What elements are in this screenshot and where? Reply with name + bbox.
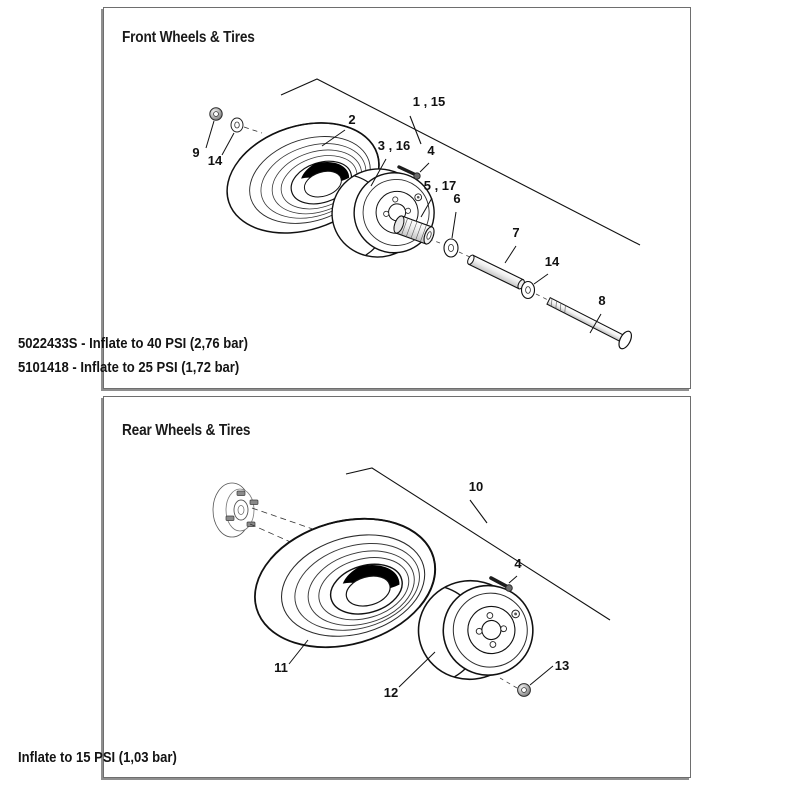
front-panel-title: Front Wheels & Tires [122, 29, 255, 46]
rear-inflation-note: Inflate to 15 PSI (1,03 bar) [18, 750, 177, 766]
rear-panel-title: Rear Wheels & Tires [122, 422, 251, 439]
front-inflation-note-2: 5101418 - Inflate to 25 PSI (1,72 bar) [18, 360, 240, 376]
front-inflation-note-1: 5022433S - Inflate to 40 PSI (2,76 bar) [18, 336, 248, 352]
panel-rear-wheels: Rear Wheels & Tires [103, 396, 691, 778]
panel-front-wheels: Front Wheels & Tires [103, 7, 691, 389]
